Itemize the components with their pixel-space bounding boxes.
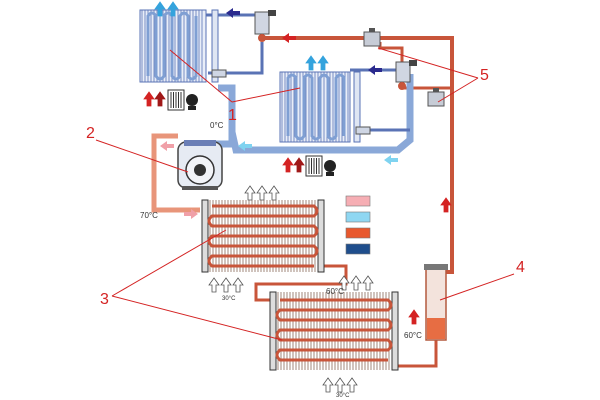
temp-air-condenser-1: 30°C [222, 296, 236, 302]
condenser-link [254, 264, 348, 302]
air-in-arrow [143, 91, 155, 107]
condenser-upper [201, 199, 325, 273]
suction-flow-arrow [226, 8, 240, 18]
cooling-air-arrow [232, 277, 244, 293]
air-in-arrow [282, 157, 294, 173]
filter-fitting-2 [355, 126, 371, 135]
label-5: 5 [480, 67, 489, 84]
cooling-air-arrow [268, 185, 280, 201]
compressor [177, 140, 223, 190]
temp-discharge: 70°C [140, 211, 158, 220]
condenser-lower [269, 291, 399, 371]
solenoid-valve-upper [363, 28, 381, 47]
liquid-receiver [424, 264, 448, 341]
air-in-arrow [154, 91, 166, 107]
fan-icon-upper [167, 89, 198, 111]
cooling-air-arrow [334, 377, 346, 393]
expansion-valve-upper [254, 10, 276, 42]
coil [207, 204, 319, 268]
solenoid-valve-lower [427, 88, 445, 107]
label-3: 3 [100, 291, 109, 308]
cooling-air-arrow [244, 185, 256, 201]
temp-condenser-link: 60°C [326, 287, 344, 296]
legend-swatch-4 [345, 243, 371, 255]
evaporator-middle [279, 71, 361, 143]
liquid-flow-arrow [408, 309, 420, 325]
cooling-air-arrow [220, 277, 232, 293]
cooling-air-arrow [256, 185, 268, 201]
air-in-arrow [293, 157, 305, 173]
coil [275, 298, 393, 362]
cooling-air-arrow [208, 277, 220, 293]
legend-swatch-3 [345, 227, 371, 239]
label-2: 2 [86, 125, 95, 142]
liquid-flow-arrow [282, 33, 296, 43]
legend-swatch-1 [345, 195, 371, 207]
suction-line-main [214, 84, 236, 148]
cooling-air-arrow [322, 377, 334, 393]
evaporator-upper [139, 9, 219, 83]
filter-fitting-1 [211, 69, 227, 78]
air-out-arrow [167, 1, 179, 17]
expansion-valve-middle [395, 60, 417, 90]
suction-flow-arrow [368, 65, 382, 75]
discharge-flow-arrow [160, 141, 174, 151]
temp-air-condenser-2: 30°C [336, 393, 350, 399]
callout-lines [95, 47, 515, 341]
cooling-air-arrow [338, 275, 350, 291]
air-out-arrow [154, 1, 166, 17]
flow-arrows [143, 1, 452, 393]
suction-line-lower [228, 74, 414, 154]
cooling-air-arrow [350, 275, 362, 291]
fan-icon-middle [305, 155, 336, 177]
legend [345, 195, 371, 255]
air-out-arrow [317, 55, 329, 71]
cooling-air-arrow [346, 377, 358, 393]
coil [286, 73, 346, 141]
legend-swatch-2 [345, 211, 371, 223]
temp-receiver-inlet: 60°C [404, 331, 422, 340]
receiver-outlet [398, 340, 438, 368]
liquid-flow-arrow [440, 197, 452, 213]
label-4: 4 [516, 259, 525, 276]
label-1: 1 [228, 107, 237, 124]
discharge-line [151, 133, 200, 213]
air-out-arrow [305, 55, 317, 71]
temp-suction: 0°C [210, 121, 224, 130]
cooling-air-arrow [362, 275, 374, 291]
suction-flow-arrow [384, 155, 398, 165]
discharge-flow-arrow [184, 209, 198, 219]
suction-flow-arrow [238, 141, 252, 151]
coil [146, 11, 198, 81]
